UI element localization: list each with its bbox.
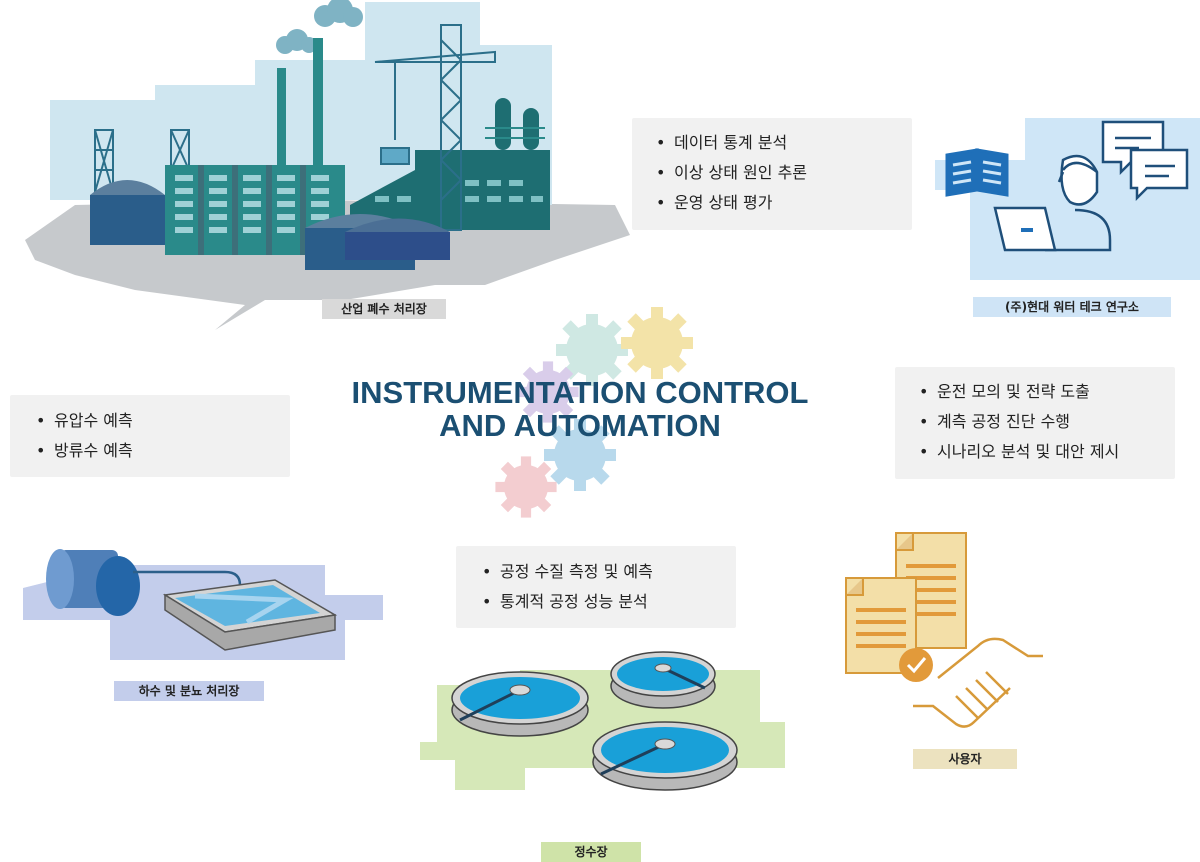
simulation-item-2: 계측 공정 진단 수행: [915, 407, 1175, 437]
industrial-plant-label: 산업 폐수 처리장: [322, 299, 446, 319]
process-card: 공정 수질 측정 및 예측 통계적 공정 성능 분석: [456, 546, 736, 628]
document-icon: [845, 577, 917, 674]
basin-icon: [162, 579, 338, 651]
process-item-2: 통계적 공정 성능 분석: [478, 587, 736, 617]
clarifier-icon: [592, 721, 738, 791]
prediction-card: 유압수 예측 방류수 예측: [10, 395, 290, 477]
book-icon: [945, 148, 1009, 197]
title-line-2: AND AUTOMATION: [439, 408, 721, 443]
handshake-icon: [913, 637, 1043, 728]
analysis-item-3: 운영 상태 평가: [652, 188, 912, 218]
analysis-item-1: 데이터 통계 분석: [652, 128, 912, 158]
title-line-1: INSTRUMENTATION CONTROL: [351, 375, 809, 410]
diagram-title: INSTRUMENTATION CONTROL AND AUTOMATION: [300, 376, 860, 442]
water-plant-label: 정수장: [541, 842, 641, 862]
simulation-card: 운전 모의 및 전략 도출 계측 공정 진단 수행 시나리오 분석 및 대안 제…: [895, 367, 1175, 479]
prediction-item-1: 유압수 예측: [32, 406, 290, 436]
check-icon: [899, 648, 933, 682]
gear-icon: [495, 456, 557, 518]
research-lab-label: (주)현대 워터 테크 연구소: [973, 297, 1171, 317]
process-item-1: 공정 수질 측정 및 예측: [478, 557, 736, 587]
simulation-item-1: 운전 모의 및 전략 도출: [915, 377, 1175, 407]
person-icon: [1045, 154, 1112, 252]
sewage-plant-illustration: [23, 549, 383, 660]
analysis-card: 데이터 통계 분석 이상 상태 원인 추론 운영 상태 평가: [632, 118, 912, 230]
clarifier-icon: [610, 651, 716, 709]
user-illustration: [845, 532, 1043, 728]
industrial-plant-illustration: [25, 0, 630, 330]
laptop-icon: [993, 206, 1057, 252]
tank-icon: [46, 549, 140, 616]
simulation-item-3: 시나리오 분석 및 대안 제시: [915, 437, 1175, 467]
user-label: 사용자: [913, 749, 1017, 769]
research-lab-illustration: [935, 118, 1200, 280]
smoke-cloud-icon: [276, 0, 363, 54]
clarifier-icon: [451, 671, 589, 737]
crane-icon: [374, 24, 496, 231]
chat-icon: [1101, 120, 1189, 202]
analysis-item-2: 이상 상태 원인 추론: [652, 158, 912, 188]
water-plant-illustration: [420, 651, 785, 791]
prediction-item-2: 방류수 예측: [32, 436, 290, 466]
sewage-plant-label: 하수 및 분뇨 처리장: [114, 681, 264, 701]
